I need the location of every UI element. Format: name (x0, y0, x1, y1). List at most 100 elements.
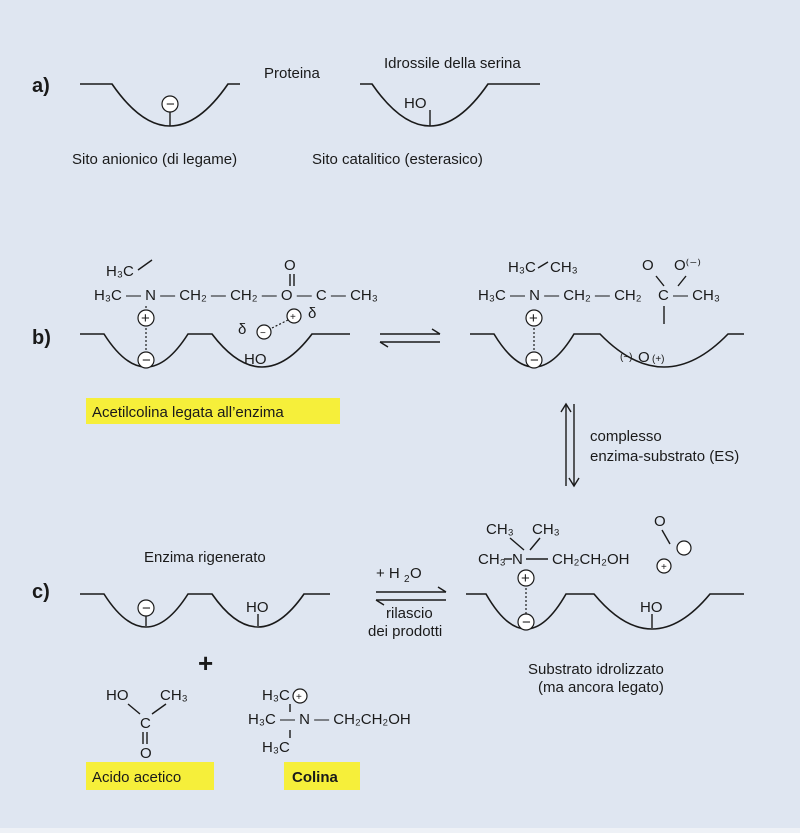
hs-ch3-left: CH₃ (486, 521, 514, 538)
es-bond-top (537, 261, 549, 269)
enzyme-anion-sign-b-right: − (530, 352, 539, 369)
regenerated-anion (137, 599, 155, 617)
label-complesso: complesso (590, 428, 662, 445)
es-minus-small: (−) (620, 352, 633, 363)
enzyme-pocket-b-left (80, 333, 350, 368)
regenerated-serine-ho: HO (246, 599, 269, 616)
nucleophilic-attack (271, 319, 289, 329)
hs-n-charge-sign: + (521, 570, 530, 587)
tag-acetilcolina: Acetilcolina legata all’enzima (92, 404, 284, 421)
ach-carbonyl-o: O (284, 257, 296, 274)
tag-colina: Colina (292, 769, 338, 786)
regenerated-anion-sign: − (142, 600, 151, 617)
hs-acid-charge-2-sign: + (661, 562, 667, 573)
label-idrossile-serina: Idrossile della serina (384, 55, 521, 72)
es-serine-o: O (638, 349, 650, 366)
label-acqua-sub: 2 (404, 574, 410, 585)
es-h3c-top: H₃C (508, 259, 536, 276)
choline-main-chain: H₃C — N — CH₂CH₂OH (248, 711, 411, 728)
es-plus-small: (+) (652, 354, 665, 365)
ach-main-chain: H₃C — N — CH₂ — CH₂ — O — C — CH₃ (94, 287, 378, 304)
hs-ch2ch2oh: CH₂CH₂OH (552, 551, 629, 568)
ach-bond-top (137, 259, 153, 271)
vertical-arrow-up-head (560, 402, 572, 413)
label-proteina: Proteina (264, 65, 321, 82)
tag-acetilcolina-bg (86, 398, 340, 424)
choline-n-charge (292, 688, 308, 704)
ach-carbon-charge (286, 308, 302, 324)
choline-n-charge-sign: + (296, 692, 302, 703)
anionic-charge (161, 95, 179, 113)
ach-carbon-charge-sign: + (290, 312, 296, 323)
serine-ho-b: HO (244, 351, 267, 368)
tag-acido-acetico-bg (86, 762, 214, 790)
hs-acid-charge (676, 540, 692, 556)
ach-h3c-top: H₃C (106, 263, 134, 280)
vertical-arrow-down-head (568, 477, 580, 488)
es-o: O (642, 257, 654, 274)
panel-label-c: c) (32, 581, 50, 603)
equilibrium-reverse-head (379, 341, 389, 348)
hs-acid-o: O (654, 513, 666, 530)
label-sito-catalitico: Sito catalitico (esterasico) (312, 151, 483, 168)
enzyme-anion-sign-b-left: − (142, 352, 151, 369)
hs-serine-ho: HO (640, 599, 663, 616)
es-main-chain: H₃C — N — CH₂ — CH₂ (478, 287, 642, 304)
anionic-site-pocket (80, 83, 240, 127)
ach-n-charge-sign: + (141, 310, 150, 327)
catalytic-site-pocket (360, 83, 540, 127)
release-arrow-forward-head (437, 586, 447, 593)
es-ch3-top: CH₃ (550, 259, 578, 276)
acetic-ch3: CH₃ (160, 687, 188, 704)
hs-acid-bond (661, 529, 671, 545)
label-acqua-o: O (410, 565, 422, 582)
ach-n-charge (137, 309, 155, 327)
tag-acido-acetico: Acido acetico (92, 769, 181, 786)
label-ancora-legato: (ma ancora legato) (538, 679, 664, 696)
hs-anion (517, 613, 535, 631)
plus-sign: + (198, 648, 213, 678)
acetic-bond-right (151, 703, 167, 715)
hs-dash-n: N (512, 551, 523, 568)
label-enzima-rigenerato: Enzima rigenerato (144, 549, 266, 566)
anionic-charge-sign: − (166, 96, 175, 113)
enzyme-pocket-c-right (466, 593, 744, 630)
enzyme-anion-b-right (525, 351, 543, 369)
panel-label-b: b) (32, 327, 51, 349)
equilibrium-forward-head (431, 328, 441, 335)
hs-ch3-right: CH₃ (532, 521, 560, 538)
hs-n-charge (517, 569, 535, 587)
acetic-ho: HO (106, 687, 129, 704)
label-acqua: + H (376, 565, 400, 582)
serine-o-charge-sign: − (260, 328, 266, 339)
enzyme-pocket-b-right (470, 333, 744, 368)
es-c-ch3: C — CH₃ (658, 287, 720, 304)
hs-bond-left (509, 537, 525, 551)
label-substrato-idrolizzato: Substrato idrolizzato (528, 661, 664, 678)
enzyme-pocket-c-left (80, 593, 330, 628)
es-n-charge (525, 309, 543, 327)
hs-ch3-chain: CH₃ (478, 551, 506, 568)
acetic-o: O (140, 745, 152, 762)
hs-anion-sign: − (522, 614, 531, 631)
choline-h3c-top: H₃C (262, 687, 290, 704)
choline-h3c-bottom: H₃C (262, 739, 290, 756)
ach-delta-plus: δ (308, 305, 316, 322)
label-prodotti: dei prodotti (368, 623, 442, 640)
label-sito-anionico: Sito anionico (di legame) (72, 151, 237, 168)
es-bond-o2 (677, 275, 687, 287)
es-bond-o1 (655, 275, 665, 287)
ach-delta-minus: δ (238, 321, 246, 338)
tag-colina-bg (284, 762, 360, 790)
acetic-carbon: C (140, 715, 151, 732)
serine-o-charge (256, 324, 272, 340)
label-rilascio: rilascio (386, 605, 433, 622)
hs-bond-right (529, 537, 541, 551)
panel-label-a: a) (32, 75, 50, 97)
es-n-charge-sign: + (529, 310, 538, 327)
label-enzima-substrato: enzima-substrato (ES) (590, 448, 739, 465)
hs-acid-charge-2 (656, 558, 672, 574)
es-o-minus: O⁽⁻⁾ (674, 257, 701, 274)
